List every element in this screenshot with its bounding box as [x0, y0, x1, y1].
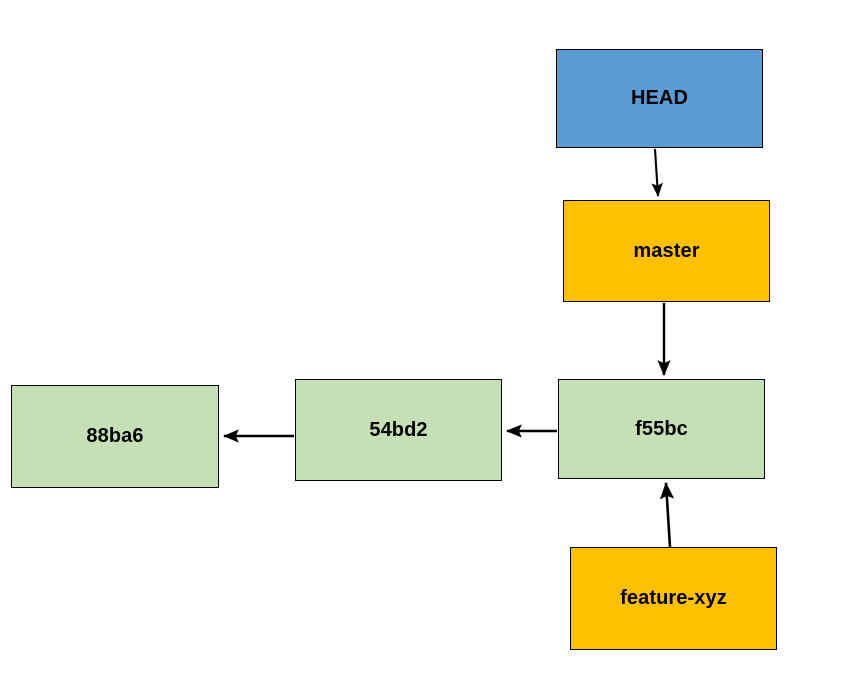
- node-88ba6-label: 88ba6: [86, 425, 144, 447]
- node-f55bc-label: f55bc: [635, 417, 688, 440]
- node-head-label: HEAD: [630, 87, 689, 109]
- node-head[interactable]: HEAD: [556, 49, 763, 148]
- edge-head-to-master: [651, 148, 663, 197]
- node-54bd2-label: 54bd2: [369, 418, 428, 441]
- node-master-label: master: [633, 239, 700, 262]
- node-feature-xyz[interactable]: feature-xyz: [570, 547, 777, 650]
- node-feature-xyz-label: feature-xyz: [620, 587, 727, 609]
- edge-feature-xyz-to-f55bc: [659, 481, 675, 548]
- node-88ba6[interactable]: 88ba6: [11, 385, 219, 488]
- node-54bd2[interactable]: 54bd2: [295, 379, 502, 481]
- node-master[interactable]: master: [563, 200, 770, 302]
- node-f55bc[interactable]: f55bc: [558, 379, 765, 479]
